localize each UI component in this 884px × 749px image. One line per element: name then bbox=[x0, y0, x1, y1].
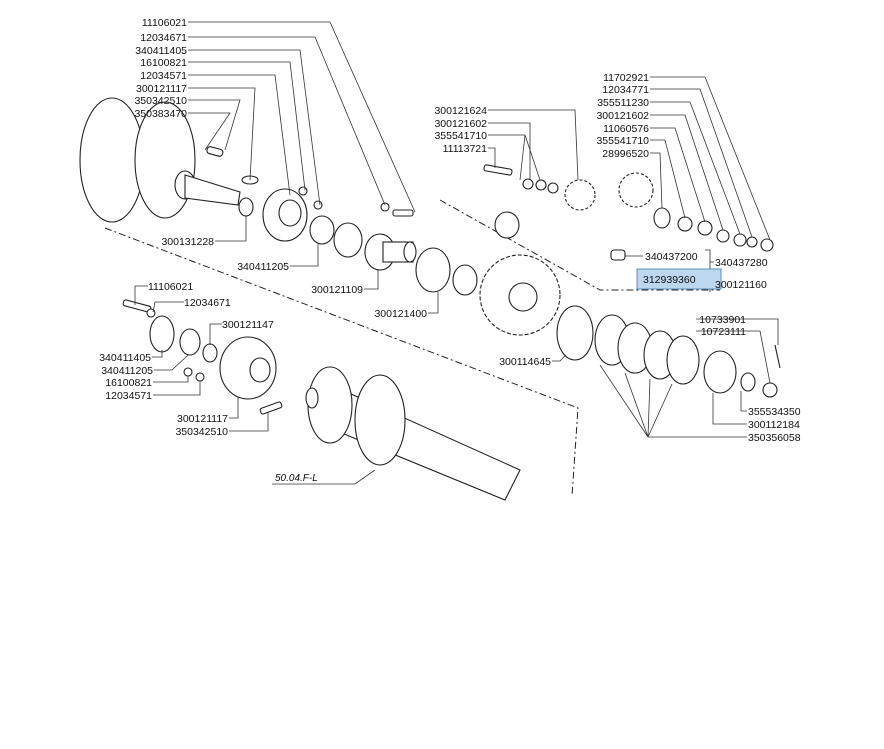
part-label[interactable]: 12034771 bbox=[602, 84, 649, 96]
part-label[interactable]: 300114645 bbox=[499, 356, 551, 368]
part-label[interactable]: 300121117 bbox=[177, 413, 228, 425]
part-label[interactable]: 300131228 bbox=[161, 236, 214, 248]
part-label[interactable]: 11702921 bbox=[603, 72, 649, 84]
part-label[interactable]: 355541710 bbox=[434, 130, 487, 142]
part-label[interactable]: 340411405 bbox=[135, 45, 187, 57]
lower-hub-assembly bbox=[122, 299, 283, 415]
part-label[interactable]: 300121400 bbox=[374, 308, 427, 320]
part-label[interactable]: 300121160 bbox=[715, 279, 767, 291]
part-label[interactable]: 340437200 bbox=[645, 251, 698, 263]
part-label[interactable]: 300121147 bbox=[222, 319, 274, 331]
part-label[interactable]: 340437280 bbox=[715, 257, 768, 269]
part-label[interactable]: 350383470 bbox=[134, 108, 187, 120]
leader-lines bbox=[134, 21, 779, 485]
part-label[interactable]: 355534350 bbox=[748, 406, 801, 418]
part-label[interactable]: 11106021 bbox=[142, 17, 187, 29]
highlight-box bbox=[636, 268, 722, 290]
part-label[interactable]: 300121602 bbox=[434, 118, 487, 130]
part-label[interactable]: 11113721 bbox=[443, 143, 488, 155]
part-label[interactable]: 355541710 bbox=[596, 135, 649, 147]
drawing-code: 50.04.F-L bbox=[275, 473, 318, 484]
part-label[interactable]: 350356058 bbox=[748, 432, 801, 444]
part-label[interactable]: 16100821 bbox=[140, 57, 187, 69]
part-label[interactable]: 350342510 bbox=[175, 426, 228, 438]
part-label[interactable]: 340411205 bbox=[101, 365, 153, 377]
part-label[interactable]: 340411405 bbox=[99, 352, 151, 364]
part-label[interactable]: 300121602 bbox=[596, 110, 649, 122]
part-label[interactable]: 300112184 bbox=[748, 419, 800, 431]
part-label[interactable]: 300121117 bbox=[136, 83, 187, 95]
part-labels: 11106021 12034671 340411405 16100821 120… bbox=[99, 17, 800, 484]
part-label[interactable]: 11060576 bbox=[603, 123, 649, 135]
part-label[interactable]: 350342510 bbox=[134, 95, 187, 107]
part-label[interactable]: 355511230 bbox=[597, 97, 649, 109]
sprocket-assembly bbox=[415, 164, 774, 361]
part-label[interactable]: 340411205 bbox=[237, 261, 289, 273]
part-label[interactable]: 12034671 bbox=[140, 32, 187, 44]
part-label[interactable]: 300121109 bbox=[311, 284, 363, 296]
part-label[interactable]: 28996520 bbox=[602, 148, 649, 160]
assembly-frame bbox=[104, 199, 720, 497]
part-label[interactable]: 11106021 bbox=[148, 281, 193, 293]
part-label[interactable]: 12034671 bbox=[184, 297, 231, 309]
washer-stack bbox=[594, 314, 781, 398]
part-label[interactable]: 12034571 bbox=[140, 70, 187, 82]
part-label[interactable]: 16100821 bbox=[105, 377, 152, 389]
auger-shaft bbox=[305, 366, 521, 501]
part-label[interactable]: 10733901 bbox=[699, 314, 746, 326]
part-label[interactable]: 12034571 bbox=[105, 390, 152, 402]
part-label[interactable]: 300121624 bbox=[434, 105, 487, 117]
highlighted-part-label[interactable]: 312939360 bbox=[643, 274, 696, 286]
left-disc-assembly bbox=[79, 97, 417, 271]
part-label[interactable]: 10723111 bbox=[701, 326, 746, 338]
